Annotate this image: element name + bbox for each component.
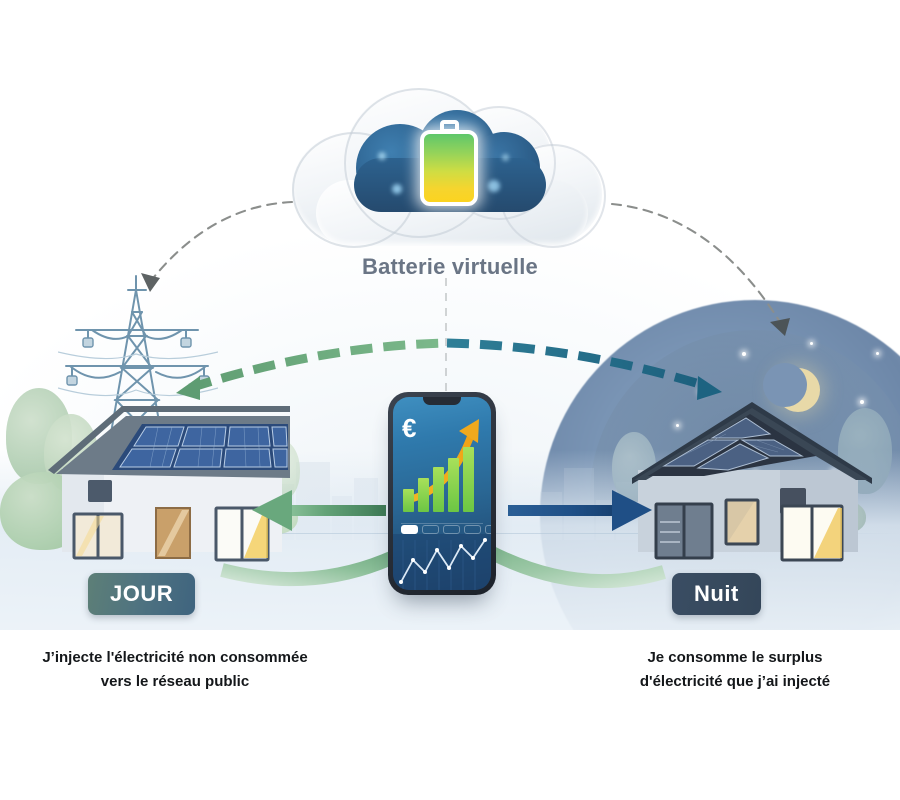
arc-left-arrowhead: [176, 376, 200, 400]
badge-day[interactable]: JOUR: [88, 573, 196, 615]
bar-3: [433, 467, 444, 512]
dashed-arrow-layer: [141, 200, 790, 392]
exchange-arc-arrows: [176, 338, 722, 400]
star-icon: [676, 424, 679, 427]
chip-filled: [401, 525, 418, 534]
smartphone-device[interactable]: €: [388, 392, 496, 595]
battery-icon: [420, 120, 478, 206]
bar-4: [448, 458, 459, 512]
cloud-label: Batterie virtuelle: [361, 254, 538, 279]
power-pylon-icon: [58, 268, 218, 453]
day-house: [46, 404, 290, 564]
arrow-phone-to-night-house: [508, 490, 652, 531]
dashed-arrow-to-grid: [141, 200, 294, 292]
bar-1: [403, 488, 414, 512]
star-icon: [876, 352, 879, 355]
star-icon: [810, 342, 813, 345]
caption-left: J’injecte l'électricité non consommée ve…: [10, 646, 340, 695]
status-chip-row: [401, 525, 491, 534]
caption-left-line2: vers le réseau public: [100, 673, 250, 691]
phone-screen[interactable]: €: [393, 397, 491, 590]
caption-right: Je consomme le surplus d'électricité que…: [580, 646, 890, 695]
caption-right-line2: d'électricité que j’ai injecté: [639, 673, 831, 691]
badge-night[interactable]: Nuit: [672, 573, 761, 615]
chip-5: [485, 525, 491, 534]
screen-divider: [401, 523, 483, 524]
night-house: [630, 400, 874, 568]
caption-left-line1: J’injecte l'électricité non consommée: [42, 649, 308, 666]
euro-symbol: €: [402, 413, 417, 443]
chip-4: [464, 525, 481, 534]
bar-5: [463, 447, 474, 512]
phone-notch: [423, 397, 461, 405]
star-icon: [860, 400, 864, 404]
line-chart: [393, 534, 491, 590]
dashed-arrow-to-night-house: [610, 202, 790, 336]
chip-2: [422, 525, 439, 534]
star-icon: [742, 352, 746, 356]
arc-green-segment: [188, 338, 448, 393]
bar-2: [418, 477, 429, 512]
crescent-moon-icon: [763, 363, 820, 412]
illustration-scene: Batterie virtuelle €: [0, 0, 900, 630]
chip-3: [443, 525, 460, 534]
arrow-phone-to-day-house: [252, 490, 386, 531]
virtual-battery-cloud: Batterie virtuelle: [292, 88, 608, 279]
arc-right-arrowhead: [697, 376, 722, 400]
caption-right-line1: Je consomme le surplus: [647, 649, 823, 666]
bar-chart: [403, 440, 474, 512]
